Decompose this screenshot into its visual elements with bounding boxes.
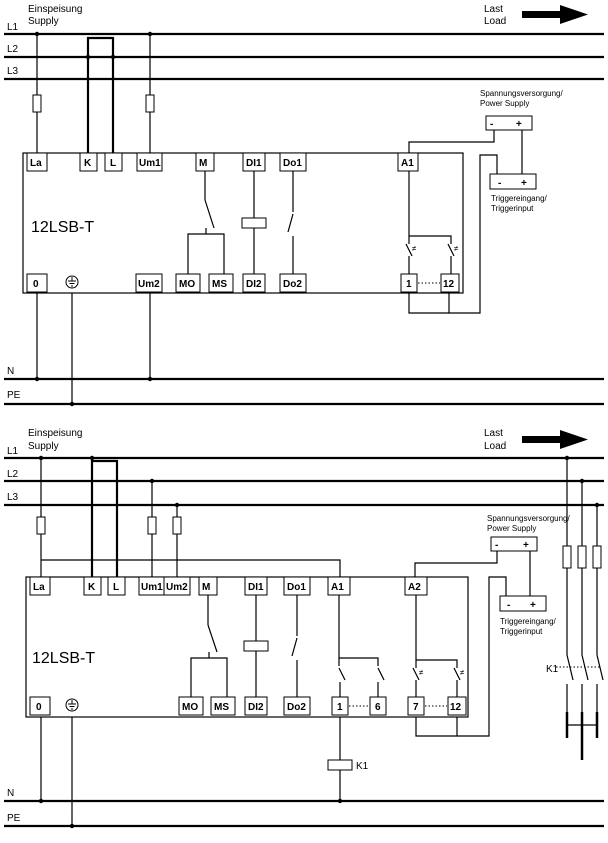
trigger-plus: +: [530, 600, 536, 611]
contactor-coil-k1: [327, 759, 353, 771]
terminal-m: M: [199, 158, 207, 169]
fuse: [562, 545, 572, 569]
terminal-l: L: [110, 158, 116, 169]
feed-label-en: Supply: [28, 16, 59, 27]
bus-label-l1: L1: [7, 446, 19, 457]
diagram-1: Einspeisung Supply Last Load L1 L2 L3 N …: [4, 4, 604, 407]
power-supply-label-en: Power Supply: [480, 99, 529, 108]
terminal-12: 12: [450, 702, 462, 713]
trigger-minus: -: [498, 178, 501, 189]
bus-label-n: N: [7, 366, 14, 377]
feed-label-en: Supply: [28, 441, 59, 452]
trigger-plus: +: [521, 178, 527, 189]
terminal-k: K: [88, 582, 96, 593]
device-label: 12LSB-T: [32, 650, 95, 667]
svg-text:≠: ≠: [419, 668, 424, 677]
bus-label-l2: L2: [7, 469, 19, 480]
terminal-um1: Um1: [141, 582, 163, 593]
load-label-en: Load: [484, 16, 506, 27]
terminal-0: 0: [36, 702, 42, 713]
terminal-ms: MS: [214, 702, 229, 713]
bus-label-l3: L3: [7, 492, 19, 503]
svg-text:≠: ≠: [412, 244, 417, 253]
trigger-label: Triggereingang/: [491, 194, 548, 203]
terminal-a1: A1: [331, 582, 344, 593]
terminal-mo: MO: [179, 279, 195, 290]
motor-terminal-icon: [565, 712, 599, 760]
terminal-di2: DI2: [248, 702, 264, 713]
terminal-di1: DI1: [248, 582, 264, 593]
terminal-1: 1: [406, 279, 412, 290]
ps-plus: +: [516, 119, 522, 130]
ground-icon: [65, 275, 79, 289]
terminal-um2: Um2: [138, 279, 160, 290]
diagram-2: Einspeisung Supply Last Load L1 L2 L3 N …: [4, 428, 604, 829]
trigger-label-en: Triggerinput: [500, 627, 543, 636]
ps-minus: -: [490, 119, 493, 130]
terminal-do1: Do1: [283, 158, 302, 169]
ps-plus: +: [523, 540, 529, 551]
power-supply-terminal: [490, 536, 538, 552]
power-supply-label-en: Power Supply: [487, 524, 536, 533]
bus-label-l1: L1: [7, 22, 19, 33]
trigger-input-terminal: [499, 595, 547, 612]
terminal-7: 7: [413, 702, 419, 713]
load-label: Last: [484, 428, 503, 439]
power-supply-terminal: [485, 115, 533, 131]
trigger-input-terminal: [489, 173, 537, 190]
fuse: [36, 516, 46, 535]
load-contactor-k1: K1: [546, 458, 604, 712]
fuse: [145, 94, 155, 113]
power-supply-label: Spannungsversorgung/: [480, 89, 564, 98]
fuse: [172, 516, 182, 535]
fuse: [147, 516, 157, 535]
bus-label-l3: L3: [7, 66, 19, 77]
load-label: Last: [484, 4, 503, 15]
terminal-do2: Do2: [287, 702, 306, 713]
bus-label-pe: PE: [7, 390, 21, 401]
bus-label-pe: PE: [7, 813, 21, 824]
feed-label: Einspeisung: [28, 4, 82, 15]
terminal-la: La: [33, 582, 45, 593]
fuse: [32, 94, 42, 113]
terminal-12: 12: [443, 279, 455, 290]
feed-label: Einspeisung: [28, 428, 82, 439]
trigger-label-en: Triggerinput: [491, 204, 534, 213]
terminal-l: L: [113, 582, 119, 593]
terminal-m: M: [202, 582, 210, 593]
fuse: [577, 545, 587, 569]
trigger-label: Triggereingang/: [500, 617, 557, 626]
terminal-do1: Do1: [287, 582, 306, 593]
terminal-um2: Um2: [166, 582, 188, 593]
svg-text:≠: ≠: [454, 244, 459, 253]
bus-label-l2: L2: [7, 44, 19, 55]
bus-label-n: N: [7, 788, 14, 799]
terminal-um1: Um1: [139, 158, 161, 169]
contactor-coil-label: K1: [356, 761, 369, 772]
terminal-mo: MO: [182, 702, 198, 713]
contactor-label: K1: [546, 664, 559, 675]
terminal-0: 0: [33, 279, 39, 290]
trigger-minus: -: [507, 600, 510, 611]
ground-icon: [65, 698, 79, 712]
terminal-di1: DI1: [246, 158, 262, 169]
svg-text:≠: ≠: [460, 668, 465, 677]
fuse: [592, 545, 602, 569]
terminal-a2: A2: [408, 582, 421, 593]
terminal-di2: DI2: [246, 279, 262, 290]
ps-minus: -: [495, 540, 498, 551]
terminal-do2: Do2: [283, 279, 302, 290]
load-label-en: Load: [484, 441, 506, 452]
device-label: 12LSB-T: [31, 219, 94, 236]
terminal-ms: MS: [212, 279, 227, 290]
terminal-6: 6: [375, 702, 381, 713]
load-arrow-icon: [522, 5, 588, 24]
load-arrow-icon: [522, 430, 588, 449]
terminal-k: K: [84, 158, 92, 169]
terminal-la: La: [30, 158, 42, 169]
terminal-1: 1: [337, 702, 343, 713]
terminal-a1: A1: [401, 158, 414, 169]
power-supply-label: Spannungsversorgung/: [487, 514, 571, 523]
